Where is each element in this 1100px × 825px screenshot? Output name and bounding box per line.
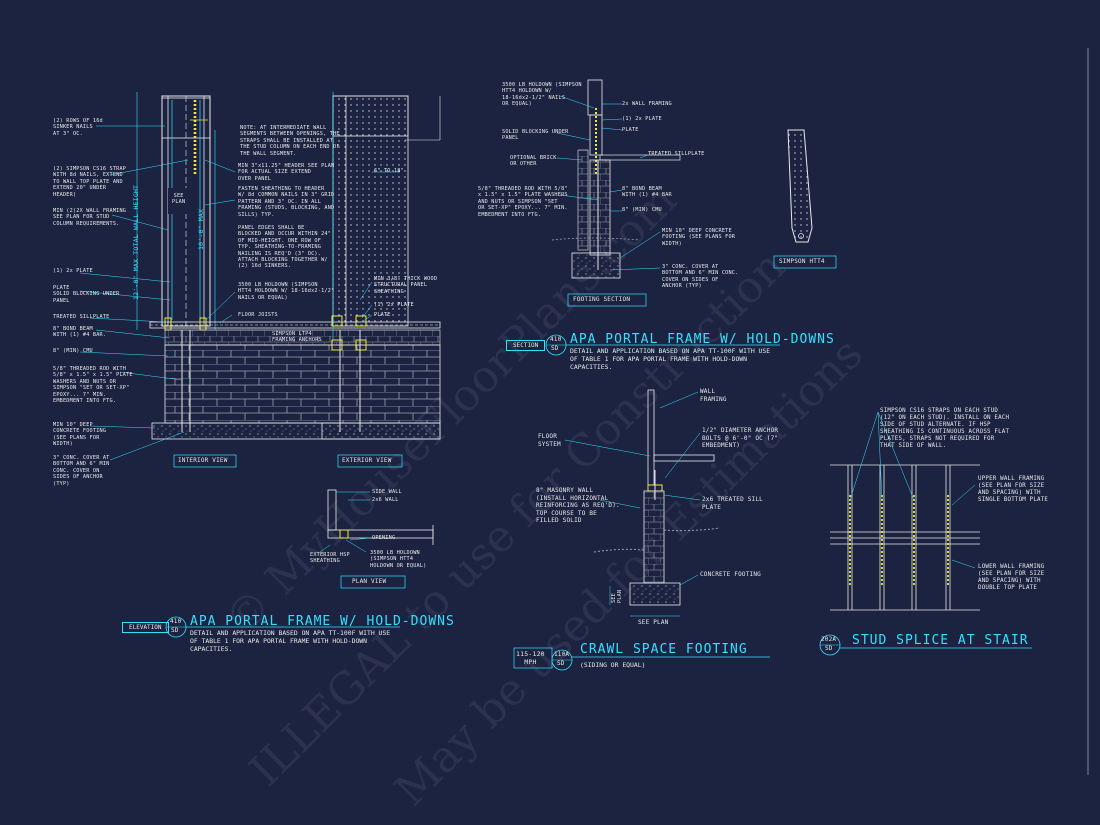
elevation-desc: DETAIL AND APPLICATION BASED ON APA TT-1… (190, 629, 391, 653)
section-num: 410 (550, 336, 562, 343)
elevation-title-graphic (165, 616, 400, 638)
section-sheet: SD (551, 345, 559, 352)
footing-note: 8" (MIN) CMU (622, 207, 662, 213)
elevation-tag: ELEVATION (122, 622, 169, 633)
section-title-graphic (545, 334, 780, 356)
exterior-note: PLATE (374, 312, 391, 318)
interior-note: (2) SIMPSON CS16 STRAP WITH 8d NAILS, EX… (53, 166, 127, 198)
crawl-note: 1/2" DIAMETER ANCHOR BOLTS @ 6'-0" OC (7… (702, 427, 779, 449)
crawl-see-plan-vertical: SEE PLAN (611, 589, 624, 603)
plan-note: 2x6 WALL (372, 497, 399, 503)
interior-right-note: PANEL EDGES SHALL BE BLOCKED AND OCCUR W… (238, 225, 332, 270)
interior-right-note: 3500 LB HOLDOWN (SIMPSON HTT4 HOLDOWN W/… (238, 282, 335, 301)
plan-note: 3500 LB HOLDOWN (SIMPSON HTT4 HOLDOWN OR… (370, 550, 427, 569)
exterior-note: 6" TO 18" (374, 168, 404, 174)
simpson-htt4-label: SIMPSON HTT4 (779, 258, 825, 265)
interior-right-note: MIN 3"x11.25" HEADER SEE PLAN FOR ACTUAL… (238, 163, 335, 182)
interior-note: (1) 2x PLATE (53, 268, 93, 274)
section-desc: DETAIL AND APPLICATION BASED ON APA TT-1… (570, 347, 771, 371)
stud-splice-drawing (819, 411, 1032, 656)
interior-note: (2) ROWS OF 16d SINKER NAILS AT 3" OC. (53, 118, 103, 137)
crawl-note: 8" MASONRY WALL (INSTALL HORIZONTAL REIN… (536, 487, 620, 524)
footing-section-label: FOOTING SECTION (573, 296, 631, 303)
footing-note: (1) 2x PLATE (622, 116, 662, 122)
section-tag: SECTION (506, 340, 546, 351)
elevation-title: APA PORTAL FRAME W/ HOLD-DOWNS (190, 614, 455, 629)
see-plan-label: SEE PLAN (172, 193, 186, 206)
exterior-note: MIN 3/8" THICK WOOD STRUCTURAL PANEL SHE… (374, 276, 438, 295)
interior-view-drawing (79, 92, 441, 468)
crawl-note: 2x6 TREATED SILL PLATE (702, 496, 763, 511)
interior-note: 8" BOND BEAM WITH (1) #4 BAR. (53, 326, 107, 339)
stair-note: SIMPSON CS16 STRAPS ON EACH STUD (12" ON… (880, 408, 1010, 449)
footing-note: OPTIONAL BRICK OR OTHER (510, 155, 557, 168)
exterior-view-label: EXTERIOR VIEW (342, 457, 392, 464)
exterior-note: (1) 2x PLATE (374, 302, 414, 308)
crawl-num: 110A (554, 651, 570, 658)
plan-view-label: PLAN VIEW (352, 578, 387, 585)
crawl-note: FLOOR SYSTEM (538, 433, 561, 448)
interior-right-note: FLOOR JOISTS (238, 312, 278, 318)
crawl-see-plan: SEE PLAN (638, 619, 669, 626)
plan-note: SIDE WALL (372, 489, 402, 495)
footing-note: 8" BOND BEAM WITH (1) #4 BAR (622, 186, 672, 199)
interior-right-note: SIMPSON LTP4 FRAMING ANCHORS (272, 331, 322, 344)
footing-section-drawing (551, 79, 681, 307)
elevation-sheet: SD (171, 627, 179, 634)
crawl-speed: 115-120 MPH (516, 650, 545, 666)
interior-note: 3" CONC. COVER AT BOTTOM AND 6" MIN CONC… (53, 455, 110, 487)
stair-note: UPPER WALL FRAMING (SEE PLAN FOR SIZE AN… (978, 476, 1049, 503)
footing-note: 3" CONC. COVER AT BOTTOM AND 6" MIN CONC… (662, 264, 739, 290)
interior-note: TREATED SILLPLATE (53, 314, 110, 320)
plan-note: OPENING (372, 535, 396, 541)
footing-note: 2x WALL FRAMING (622, 101, 672, 107)
interior-note: MIN 10" DEEP CONCRETE FOOTING (SEE PLANS… (53, 422, 107, 448)
interior-note: 8" (MIN) CMU (53, 348, 93, 354)
wall-height-dim: 12'-0" MAX TOTAL WALL HEIGHT (132, 184, 140, 300)
elevation-num: 410 (170, 618, 182, 625)
stair-num: 202A (821, 636, 837, 643)
stair-sheet: SD (825, 645, 833, 652)
footing-note: TREATED SILLPLATE (648, 151, 705, 157)
crawl-note: WALL FRAMING (700, 388, 727, 403)
footing-note: 3500 LB HOLDOWN (SIMPSON HTT4 HOLDOWN W/… (502, 82, 582, 108)
interior-view-label: INTERIOR VIEW (178, 457, 228, 464)
footing-note: 5/8" THREADED ROD WITH 5/8" x 1.5" x 1.5… (478, 186, 568, 218)
plan-note: EXTERIOR HSP SHEATHING (310, 552, 350, 565)
interior-right-note: NOTE: AT INTERMEDIATE WALL SEGMENTS BETW… (240, 125, 340, 157)
footing-note: PLATE (622, 127, 639, 133)
exterior-view-drawing (321, 92, 441, 468)
crawl-space-drawing (513, 389, 770, 671)
stair-note: LOWER WALL FRAMING (SEE PLAN FOR SIZE AN… (978, 564, 1045, 591)
interior-right-note: FASTEN SHEATHING TO HEADER W/ 8d COMMON … (238, 186, 335, 218)
footing-note: SOLID BLOCKING UNDER PANEL (502, 129, 569, 142)
simpson-htt4-drawing (773, 129, 837, 269)
crawl-title: CRAWL SPACE FOOTING (580, 642, 748, 657)
crawl-note: CONCRETE FOOTING (700, 571, 761, 578)
stair-title: STUD SPLICE AT STAIR (852, 633, 1029, 648)
max-height-dim: 10'-0" MAX (197, 208, 205, 250)
interior-note: MIN (2)2X WALL FRAMING SEE PLAN FOR STUD… (53, 208, 127, 227)
section-title: APA PORTAL FRAME W/ HOLD-DOWNS (570, 332, 835, 347)
plan-view-drawing (319, 489, 434, 589)
crawl-sheet: SD (557, 660, 565, 667)
crawl-subtitle: (SIDING OR EQUAL) (580, 661, 646, 669)
interior-note: 5/8" THREADED ROD WITH 5/8" x 1.5" x 1.5… (53, 366, 133, 405)
interior-note: PLATE SOLID BLOCKING UNDER PANEL (53, 285, 120, 304)
footing-note: MIN 10" DEEP CONCRETE FOOTING (SEE PLANS… (662, 228, 736, 247)
